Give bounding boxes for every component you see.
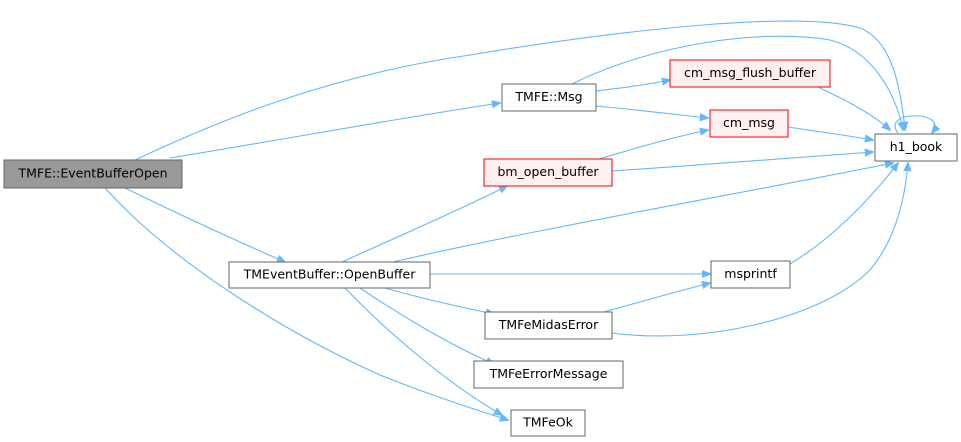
node-label-bm-open-buffer: bm_open_buffer	[497, 164, 599, 179]
edge-midaserror-to-h1book	[611, 163, 908, 337]
node-label-cm-msg: cm_msg	[723, 115, 775, 130]
edge-layer	[104, 20, 935, 420]
edge-msg-to-h1book	[571, 35, 903, 130]
node-layer: TMFE::EventBufferOpen TMFE::Msg cm_msg_f…	[3, 59, 958, 437]
edge-h1book-self	[894, 115, 935, 133]
node-label-tmfeerrormessage: TMFeErrorMessage	[489, 366, 608, 381]
node-tmfe-msg[interactable]: TMFE::Msg	[501, 83, 597, 112]
node-tmfeerrormessage[interactable]: TMFeErrorMessage	[473, 360, 624, 389]
edge-openbuffer-to-errormessage	[359, 287, 494, 364]
node-label-tmeventbuffer-openbuffer: TMEventBuffer::OpenBuffer	[243, 267, 417, 282]
node-label-tmfe-eventbufferopen: TMFE::EventBufferOpen	[17, 166, 167, 181]
edge-midaserror-to-msprintf	[599, 283, 710, 314]
node-tmfeok[interactable]: TMFeOk	[510, 409, 586, 437]
edge-cmmsg-to-h1book	[787, 126, 873, 140]
node-label-msprintf: msprintf	[724, 266, 777, 281]
edge-openbuffer-to-bmopen	[341, 186, 507, 263]
node-h1-book[interactable]: h1_book	[874, 133, 958, 162]
edge-openbuffer-to-tmfeok	[344, 287, 502, 415]
node-label-tmfemidaserror: TMFeMidasError	[498, 317, 599, 332]
edge-eventbufferopen-to-h1book	[134, 20, 905, 161]
node-label-tmfe-msg: TMFE::Msg	[514, 89, 582, 104]
node-label-h1-book: h1_book	[890, 139, 943, 154]
node-bm-open-buffer[interactable]: bm_open_buffer	[483, 158, 613, 187]
edge-openbuffer-bm-to-cmmsg	[595, 130, 708, 161]
edge-flushbuffer-to-h1book	[817, 86, 890, 130]
edge-bmopen-to-h1book	[611, 152, 873, 172]
node-label-tmfeok: TMFeOk	[522, 415, 573, 430]
node-label-cm-msg-flush-buffer: cm_msg_flush_buffer	[684, 65, 817, 80]
node-tmeventbuffer-openbuffer[interactable]: TMEventBuffer::OpenBuffer	[228, 261, 431, 289]
edge-eventbufferopen-to-openbuffer	[124, 187, 285, 262]
node-cm-msg[interactable]: cm_msg	[709, 109, 789, 138]
node-tmfe-eventbufferopen[interactable]: TMFE::EventBufferOpen	[3, 159, 183, 189]
node-cm-msg-flush-buffer[interactable]: cm_msg_flush_buffer	[669, 59, 831, 88]
edge-msg-to-flushbuffer	[595, 80, 670, 92]
edge-eventbufferopen-to-tmfeok	[104, 187, 508, 420]
edge-msprintf-to-h1book	[789, 163, 898, 265]
edge-openbuffer-to-midaserror	[384, 287, 494, 314]
edge-msg-to-cmmsg	[595, 105, 708, 118]
edge-openbuffer-to-h1book	[392, 163, 893, 263]
node-tmfemidaserror[interactable]: TMFeMidasError	[484, 311, 613, 340]
node-msprintf[interactable]: msprintf	[710, 260, 791, 289]
edge-eventbufferopen-to-msg	[169, 103, 500, 159]
